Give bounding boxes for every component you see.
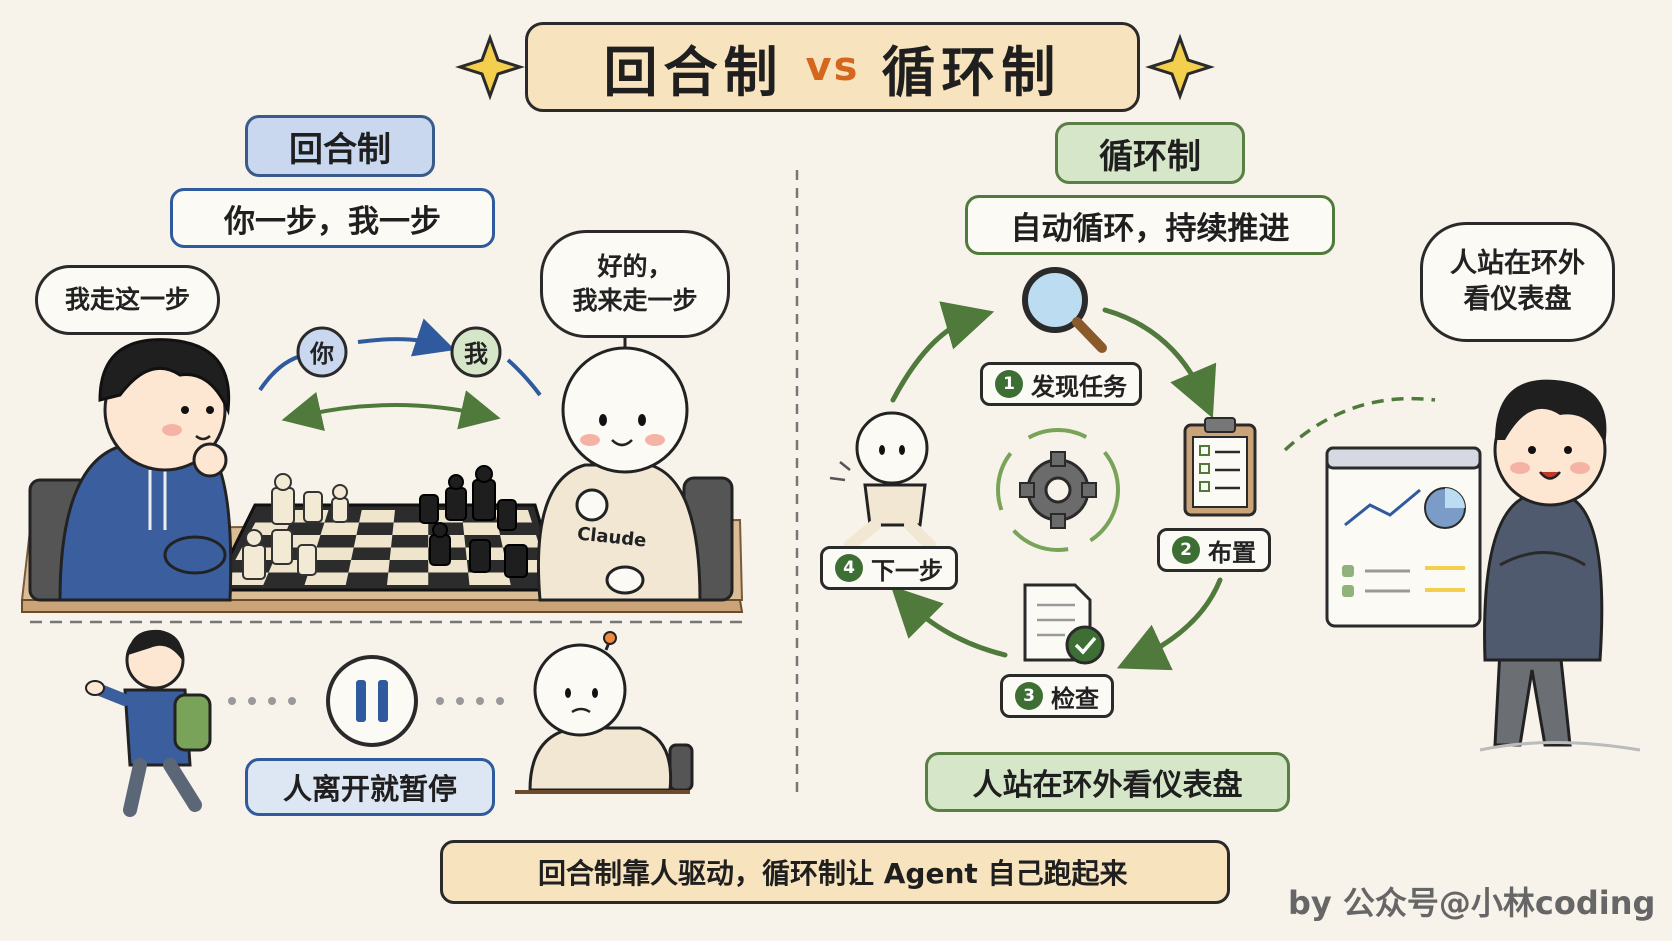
- man-observer: [1479, 379, 1641, 752]
- step-number: 3: [1015, 682, 1043, 710]
- token-me: [450, 326, 502, 378]
- turn-based-tag: 回合制: [245, 115, 435, 177]
- turn-based-subtitle: 你一步，我一步: [170, 188, 495, 248]
- dashboard-panel: [1325, 446, 1482, 628]
- magnifier-icon: [1022, 267, 1107, 353]
- summary-text: 回合制靠人驱动，循环制让 Agent 自己跑起来: [538, 857, 1128, 890]
- sparkle-icon-left: [455, 33, 525, 101]
- step-check: 3 检查: [1000, 674, 1114, 718]
- chess-square: [389, 547, 429, 560]
- chess-square: [353, 535, 393, 548]
- chess-square: [392, 522, 429, 535]
- loop-subtitle: 自动循环，持续推进: [965, 195, 1335, 255]
- clipboard-icon: [1183, 417, 1257, 517]
- boy-walking: [85, 629, 212, 817]
- summary-banner: 回合制靠人驱动，循环制让 Agent 自己跑起来: [440, 840, 1230, 904]
- step-label: 检查: [1051, 684, 1099, 713]
- title-right: 循环制: [881, 40, 1062, 104]
- loop-tag: 循环制: [1055, 122, 1245, 184]
- chess-square: [348, 560, 390, 573]
- robot-waiting: [515, 631, 694, 794]
- chess-square: [320, 522, 360, 535]
- chess-square: [359, 510, 395, 523]
- loop-bottom-label: 人站在环外看仪表盘: [925, 752, 1290, 812]
- gear-icon: [996, 428, 1120, 552]
- title-vs: vs: [805, 44, 860, 90]
- chess-square: [468, 572, 511, 585]
- robot-speech-line-1: 好的，: [597, 252, 673, 282]
- pause-icon: [326, 655, 418, 747]
- step-discover: 1 发现任务: [980, 362, 1142, 406]
- pause-label: 人离开就暂停: [245, 758, 495, 816]
- observer-speech-line-1: 人站在环外: [1450, 247, 1585, 279]
- step-next: 4 下一步: [820, 546, 958, 590]
- observer-speech-line-2: 看仪表盘: [1463, 284, 1572, 315]
- robot-speech-line-2: 我来走一步: [572, 286, 698, 315]
- page-title: 回合制 vs 循环制: [525, 22, 1140, 112]
- step-number: 1: [995, 370, 1023, 398]
- human-speech-bubble: 我走这一步: [35, 265, 220, 335]
- credit-watermark: by 公众号@小林coding: [1288, 884, 1656, 922]
- chess-square: [312, 547, 354, 560]
- robot-speech-bubble: 好的， 我来走一步: [540, 230, 730, 338]
- step-number: 4: [835, 554, 863, 582]
- step-arrange: 2 布置: [1157, 528, 1271, 572]
- sparkle-icon-right: [1145, 33, 1215, 101]
- chess-square: [304, 572, 349, 585]
- step-number: 2: [1172, 536, 1200, 564]
- chessboard: [210, 465, 563, 592]
- boy-player: [58, 338, 233, 602]
- step-label: 发现任务: [1031, 372, 1127, 401]
- document-check-icon: [1023, 583, 1105, 665]
- token-you: [296, 326, 348, 378]
- robot-player: [536, 306, 702, 602]
- table: [21, 599, 744, 613]
- observer-speech-bubble: 人站在环外 看仪表盘: [1420, 222, 1615, 342]
- token-me-label: 我: [464, 340, 488, 368]
- chess-square: [462, 522, 501, 535]
- robot-running: [829, 411, 936, 551]
- token-you-label: 你: [310, 340, 334, 368]
- step-label: 下一步: [871, 556, 943, 585]
- chess-square: [387, 572, 429, 585]
- title-left: 回合制: [603, 40, 784, 104]
- step-label: 布置: [1208, 538, 1256, 567]
